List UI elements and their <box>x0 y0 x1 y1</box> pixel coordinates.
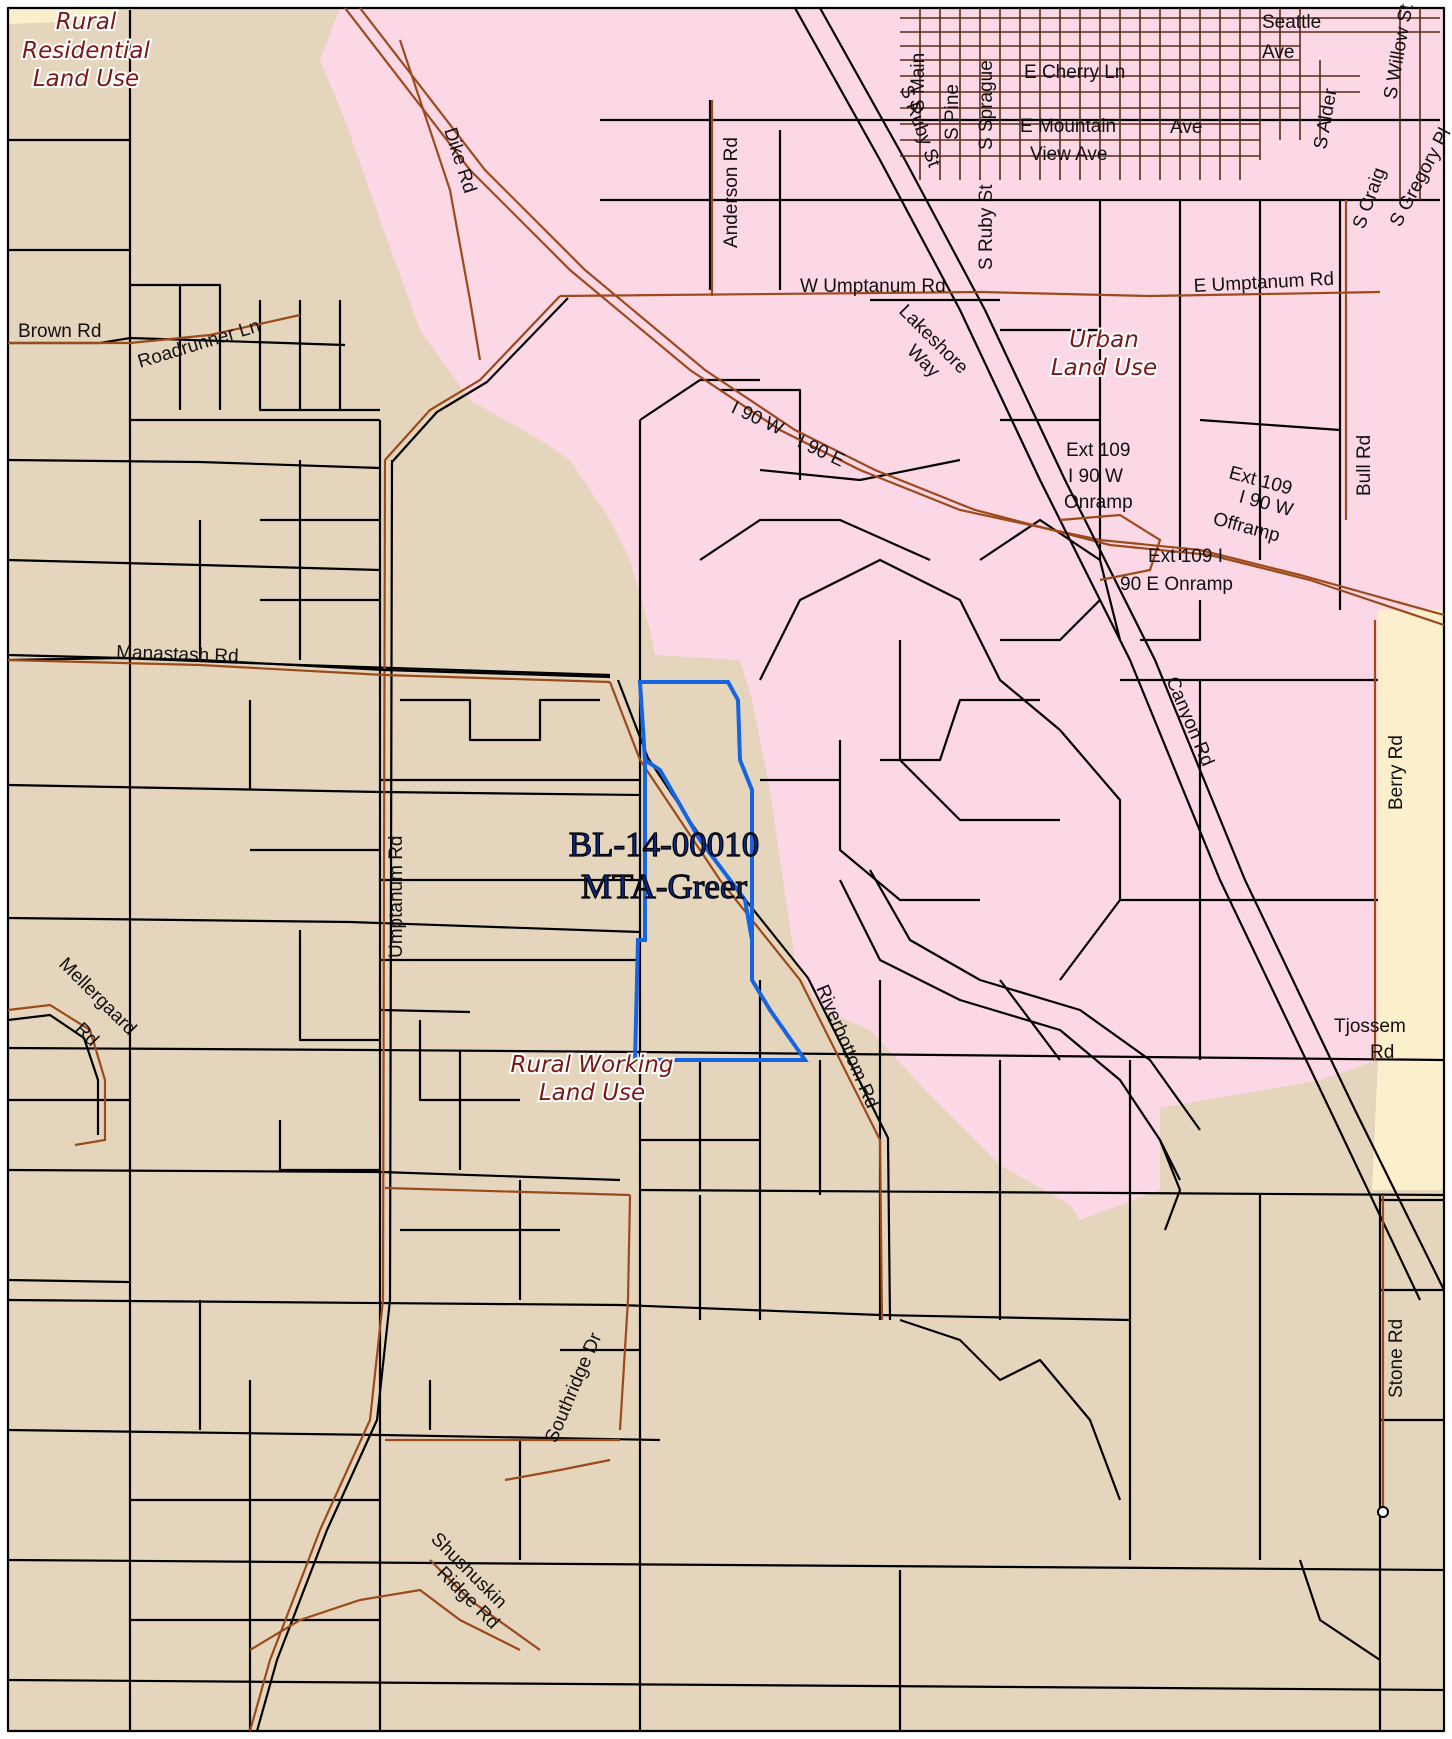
s-sprague-label: S Sprague <box>976 60 997 150</box>
seattle-label: Seattle <box>1262 12 1321 33</box>
umptanum-rd-ns-line <box>248 459 387 1732</box>
umptanum-north-connector <box>384 295 561 461</box>
road-network <box>7 7 1445 1732</box>
brown-rd-label: Brown Rd <box>18 321 101 342</box>
ramp-ext109 <box>1059 513 1162 582</box>
umptanum-rd-ns-edge <box>255 459 394 1732</box>
brown-rd-line <box>8 313 301 345</box>
ext109-onramp-label-3: Onramp <box>1064 492 1133 513</box>
subject-parcel-name-label: MTA-Greer <box>581 867 748 906</box>
manastash-rd-edge <box>7 653 611 679</box>
ext109-e-onramp-label-1: Ext 109 I <box>1148 546 1223 567</box>
riverbottom-rd-line <box>608 681 884 1321</box>
tjossem-rd-label-1: Tjossem <box>1334 1016 1406 1037</box>
s-ruby-st-ext-label: S Ruby St <box>976 184 997 270</box>
urban-area <box>320 8 1444 1220</box>
dike-rd-line <box>398 39 482 361</box>
stone-rd-cul-de-sac <box>1377 1506 1389 1518</box>
railway-west-rail <box>794 7 1421 1301</box>
e-mountain-ave-label: Ave <box>1170 117 1202 138</box>
view-ave-label: View Ave <box>1030 144 1107 165</box>
southern-lane-2 <box>429 1559 541 1651</box>
rural-residential-area-nw <box>8 8 120 24</box>
mellergaard-rd-line <box>7 1003 107 1147</box>
umptanum-rd-line <box>559 290 1381 298</box>
cross-rd-south <box>384 1186 631 1197</box>
tjossem-rd-label-2: Rd <box>1370 1042 1394 1063</box>
rural-residential-area-east <box>1372 610 1444 1190</box>
i90-eastbound <box>359 7 1445 627</box>
subject-parcel-outline <box>632 680 809 1062</box>
anderson-rd-label: Anderson Rd <box>721 137 742 248</box>
southern-lane-1 <box>504 1458 611 1482</box>
ext109-onramp-label-1: Ext 109 <box>1066 440 1130 461</box>
shushuskin-ridge-rd-line <box>249 1588 521 1651</box>
e-mountain-label: E Mountain <box>1020 116 1116 137</box>
umptanum-rd-label: Umptanum Rd <box>386 836 407 959</box>
riverbottom-rd-edge <box>616 679 892 1321</box>
ext109-onramp-label-2: I 90 W <box>1068 466 1123 487</box>
mellergaard-rd-edge <box>7 1013 100 1135</box>
w-umptanum-rd-label: W Umptanum Rd <box>800 276 946 297</box>
manastash-rd-label: Manastash Rd <box>116 642 239 667</box>
downtown-grid <box>900 8 1440 200</box>
i90-westbound <box>344 7 1445 617</box>
umptanum-north-connector-edge <box>391 297 569 463</box>
s-pine-label: S Pine <box>942 84 963 140</box>
parcel-boundaries <box>6 6 1446 1733</box>
ext109-e-onramp-label-2: 90 E Onramp <box>1120 574 1233 595</box>
e-cherry-ln-label: E Cherry Ln <box>1024 62 1125 83</box>
subject-parcel-inner-line <box>643 758 754 941</box>
subject-parcel-id-label: BL-14-00010 <box>569 825 760 864</box>
railway-east-rail <box>819 7 1445 1291</box>
bull-rd-label: Bull Rd <box>1354 435 1375 496</box>
s-main-label: S Main <box>908 53 929 112</box>
seattle-ave-label: Ave <box>1262 42 1294 63</box>
southridge-dr-line <box>618 1194 632 1431</box>
stone-rd-label: Stone Rd <box>1386 1319 1407 1398</box>
manastash-rd-line <box>7 658 611 684</box>
berry-rd-label: Berry Rd <box>1386 735 1407 810</box>
